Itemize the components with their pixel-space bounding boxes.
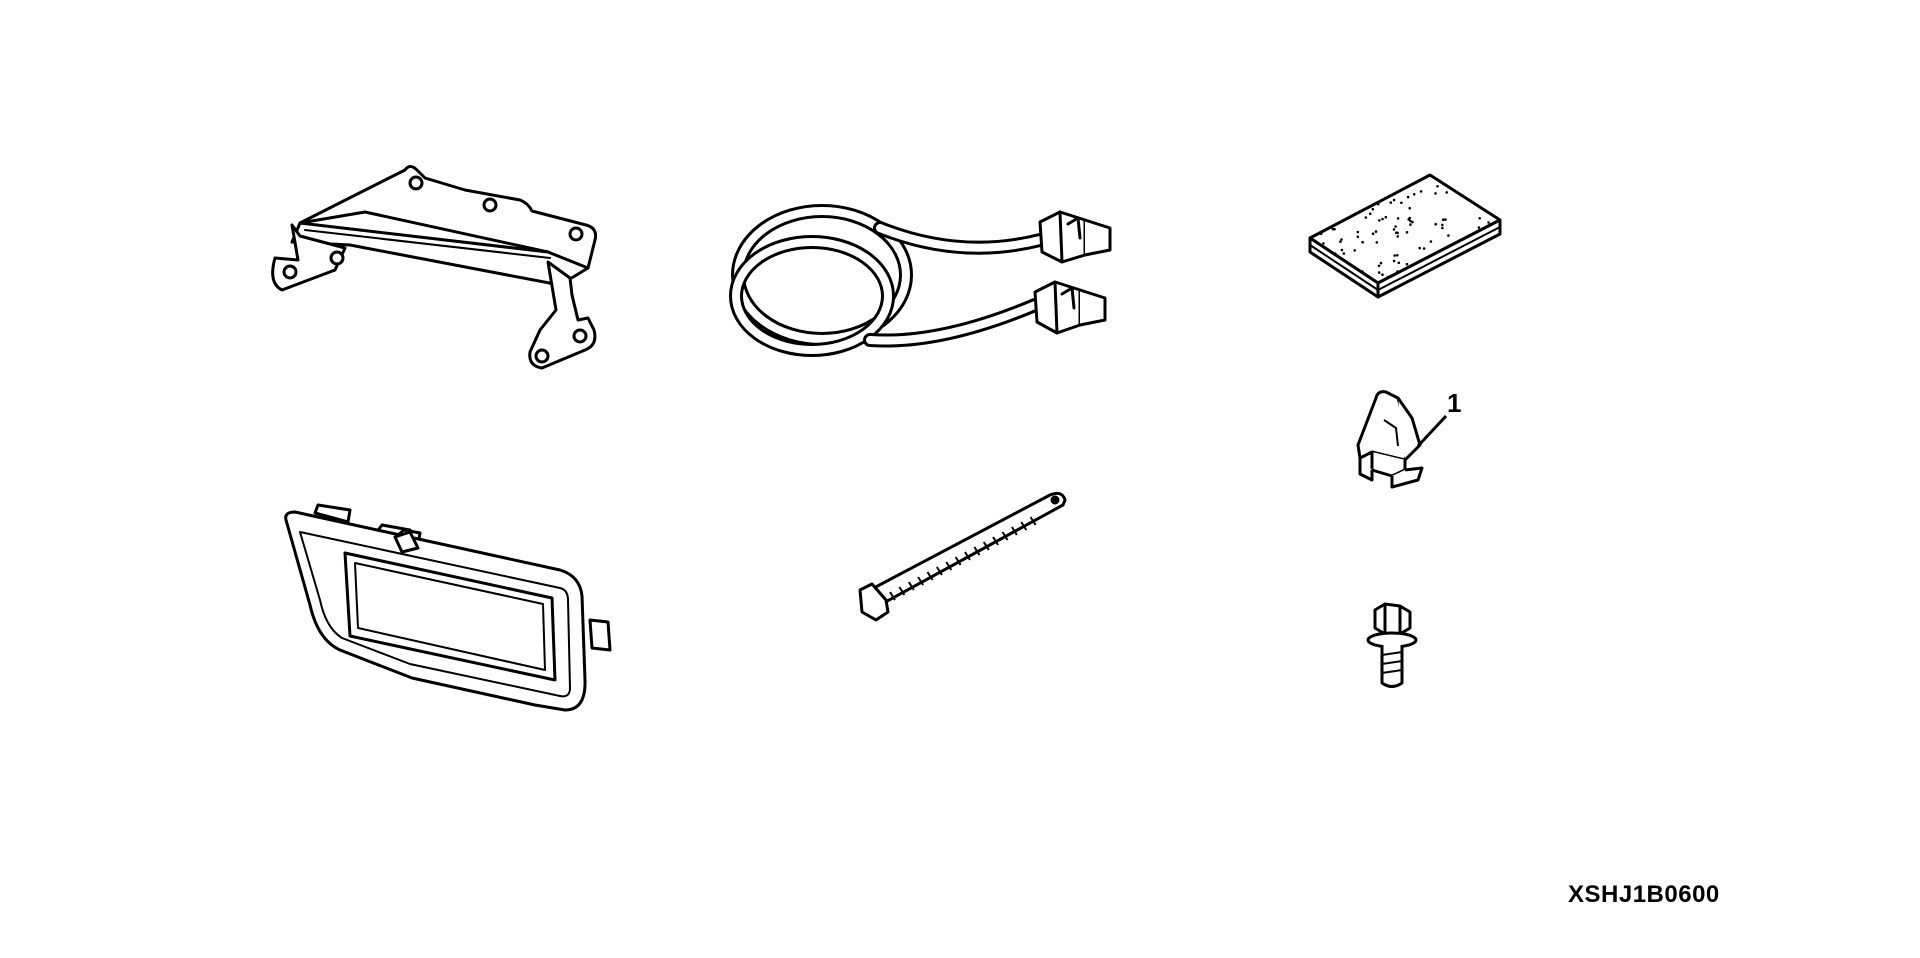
foam-texture-dot <box>1412 193 1416 196</box>
tie-tooth <box>926 571 934 581</box>
foam-texture-dot <box>1436 185 1439 188</box>
foam-texture-dot <box>1441 226 1444 230</box>
foam-texture-dot <box>1406 195 1410 199</box>
foam-texture-dot <box>1434 192 1437 195</box>
bracket-icon <box>271 165 598 370</box>
foam-texture-dot <box>1356 235 1360 239</box>
tie-tooth <box>992 536 999 546</box>
foam-texture-dot <box>1418 246 1421 250</box>
tie-tooth <box>1011 526 1018 536</box>
foam-texture-dot <box>1444 218 1447 221</box>
clip-icon <box>1356 390 1424 489</box>
foam-texture-dot <box>1445 191 1448 194</box>
tie-tooth <box>964 551 971 561</box>
foam-texture-dot <box>1411 220 1414 224</box>
foam-texture-dot <box>1396 235 1399 238</box>
foam-texture-dot <box>1405 262 1409 266</box>
foam-texture-dot <box>1319 232 1323 236</box>
diagram-code: XSHJ1B0600 <box>1568 881 1720 908</box>
tie-tooth <box>1020 521 1028 531</box>
foam-texture-dot <box>1396 253 1399 257</box>
foam-texture-dot <box>1447 234 1450 237</box>
foam-texture-dot <box>1429 240 1433 243</box>
foam-texture-dot <box>1405 231 1409 234</box>
foam-texture-dot <box>1376 202 1380 206</box>
foam-texture-dot <box>1395 231 1398 234</box>
foam-texture-dot <box>1328 226 1332 229</box>
tie-tooth <box>945 561 953 571</box>
foam-texture-dot <box>1375 241 1379 244</box>
foam-texture-dot <box>1392 228 1396 231</box>
bolt-icon <box>1366 602 1418 688</box>
foam-texture-dot <box>1361 240 1364 244</box>
foam-texture-dot <box>1386 275 1390 279</box>
foam-texture-dot <box>1340 238 1343 241</box>
foam-texture-dot <box>1371 232 1375 235</box>
foam-texture-dot <box>1353 249 1356 252</box>
foam-texture-dot <box>1340 248 1344 252</box>
callout-label: 1 <box>1447 388 1461 418</box>
foam-texture-dot <box>1364 216 1368 219</box>
foam-texture-dot <box>1408 207 1411 210</box>
tie-tooth <box>954 556 962 566</box>
bezel-icon <box>284 503 612 712</box>
foam-texture-dot <box>1392 198 1396 202</box>
foam-texture-dot <box>1322 242 1325 245</box>
tie-tooth <box>936 566 943 576</box>
foam-texture-dot <box>1487 221 1490 224</box>
foam-texture-dot <box>1361 270 1364 273</box>
foam-texture-dot <box>1400 201 1403 205</box>
foam-texture-dot <box>1381 217 1384 221</box>
foam-texture-dot <box>1334 252 1337 255</box>
foam-texture-dot <box>1419 190 1423 193</box>
foam-texture-dot <box>1478 217 1481 220</box>
foam-texture-dot <box>1379 261 1383 265</box>
tie-tooth <box>1001 531 1009 541</box>
foam-texture-dot <box>1396 217 1400 220</box>
foam-pad-icon <box>1308 173 1502 299</box>
foam-texture-dot <box>1434 222 1437 226</box>
foam-texture-dot <box>1371 207 1375 211</box>
foam-texture-dot <box>1396 270 1399 273</box>
tie-tooth <box>982 541 990 551</box>
foam-texture-dot <box>1377 271 1381 274</box>
tie-tooth <box>1029 516 1037 526</box>
foam-texture-dot <box>1356 230 1360 234</box>
foam-texture-dot <box>1441 223 1444 227</box>
foam-texture-dot <box>1389 201 1393 204</box>
foam-texture-dot <box>1408 216 1411 220</box>
tie-tooth <box>889 591 896 601</box>
foam-texture-dot <box>1441 218 1445 221</box>
tie-tooth <box>898 586 906 596</box>
foam-texture-dot <box>1397 261 1401 265</box>
foam-texture-dot <box>1342 252 1346 255</box>
foam-texture-dot <box>1339 240 1342 243</box>
harness-icon <box>729 204 1112 357</box>
callout-leader <box>1416 414 1448 448</box>
tie-tooth <box>917 576 924 586</box>
foam-texture-dot <box>1409 219 1412 223</box>
foam-texture-dot <box>1374 230 1378 233</box>
foam-texture-dot <box>1422 247 1426 250</box>
tie-tooth <box>907 581 915 591</box>
foam-texture-dot <box>1368 212 1372 215</box>
foam-texture-dot <box>1377 264 1381 268</box>
foam-texture-dot <box>1384 215 1388 219</box>
foam-texture-dot <box>1392 259 1396 263</box>
cable-tie-icon <box>858 491 1067 622</box>
foam-texture-dot <box>1378 219 1381 222</box>
foam-texture-dot <box>1394 225 1397 228</box>
foam-texture-dot <box>1477 226 1481 229</box>
tie-tooth <box>973 546 981 556</box>
callout: 1 <box>1416 388 1461 448</box>
foam-texture-dot <box>1381 273 1384 277</box>
foam-texture-dot <box>1331 227 1335 231</box>
foam-texture-dot <box>1393 254 1396 257</box>
foam-texture-dot <box>1409 223 1412 226</box>
